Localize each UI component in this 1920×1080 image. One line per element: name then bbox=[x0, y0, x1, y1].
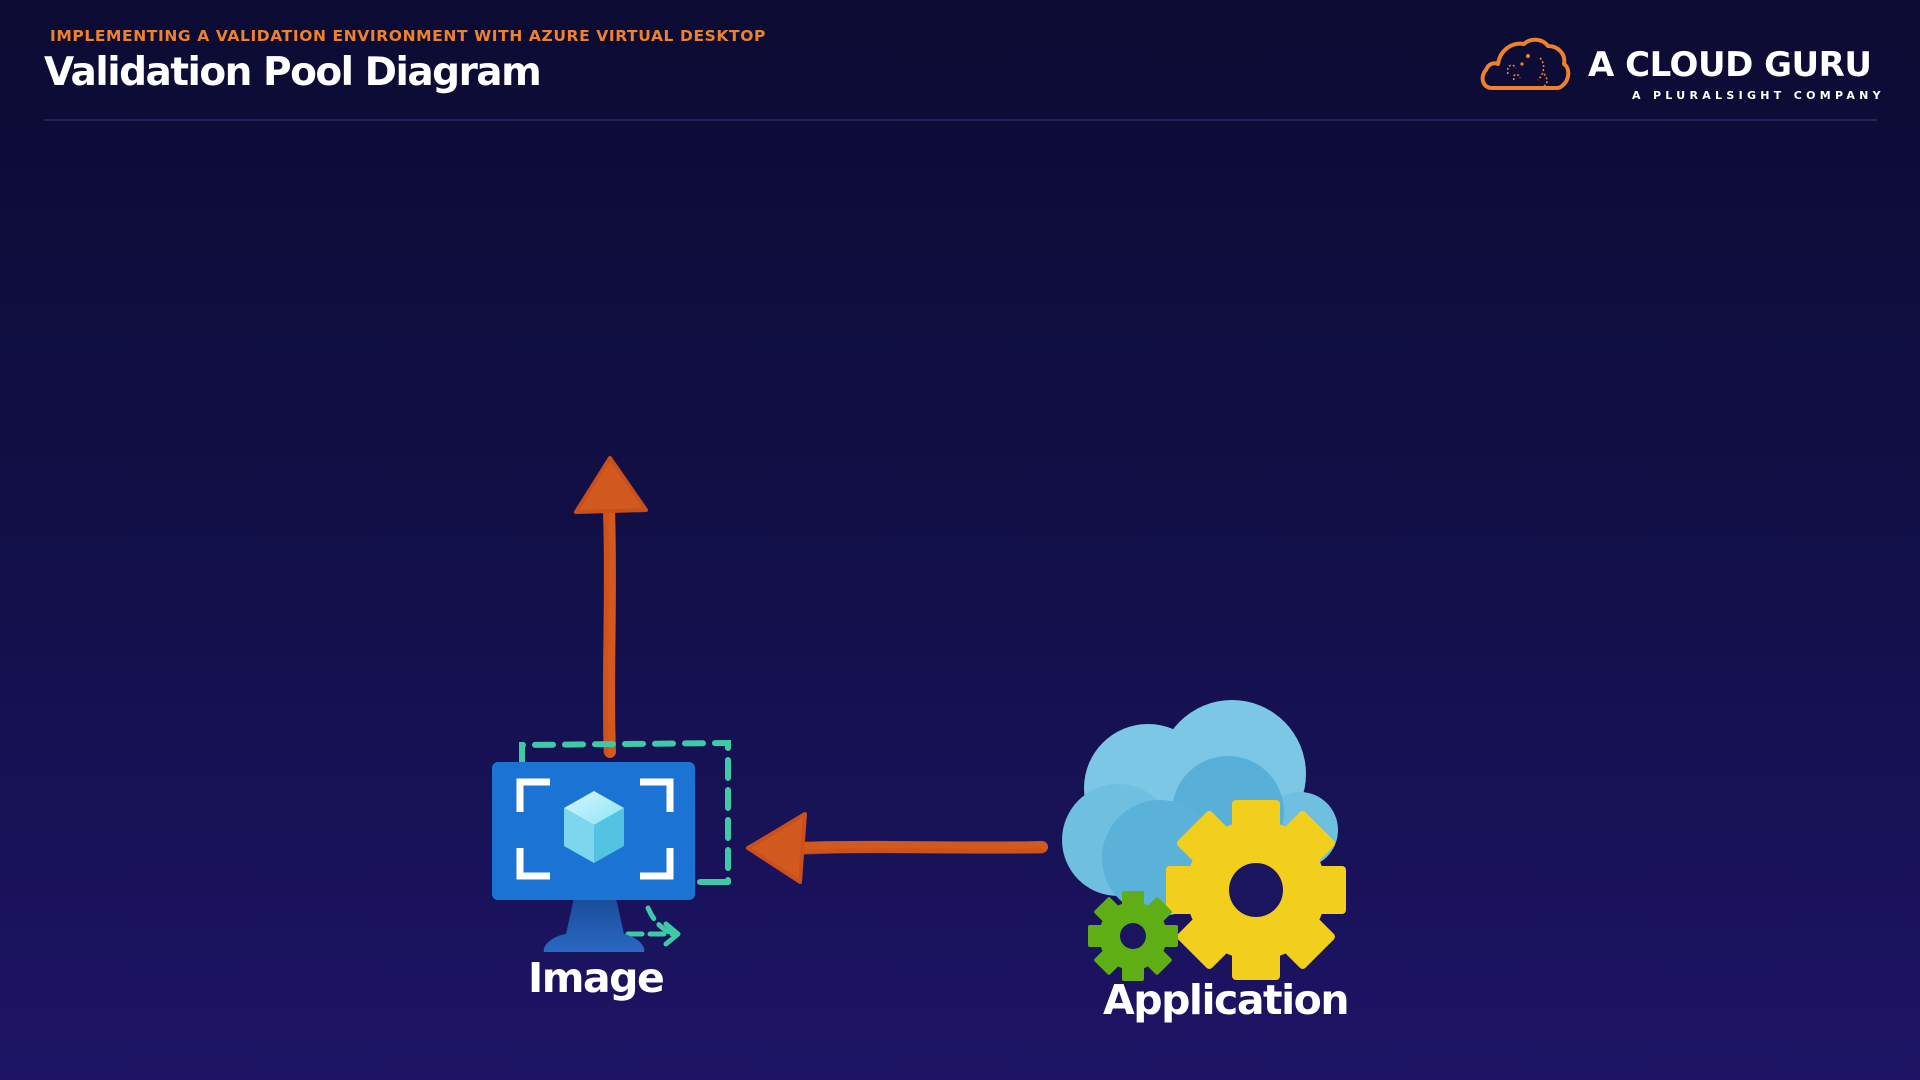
header-divider bbox=[44, 119, 1877, 121]
logo-tagline: A PLURALSIGHT COMPANY bbox=[1632, 89, 1885, 102]
presentation-subtitle: IMPLEMENTING A VALIDATION ENVIRONMENT WI… bbox=[50, 27, 766, 45]
application-node-label: Application bbox=[1103, 976, 1350, 1024]
arrow-application-to-image bbox=[746, 812, 1048, 884]
cloud-logo-icon bbox=[1480, 37, 1571, 90]
image-node-label: Image bbox=[528, 954, 665, 1002]
azure-virtual-machine-image-icon bbox=[492, 739, 731, 952]
gear-yellow-icon bbox=[1166, 800, 1346, 980]
cloud-gears-icon bbox=[1062, 700, 1346, 981]
gear-green-icon bbox=[1088, 891, 1178, 981]
logo-wordmark: A CLOUD GURU bbox=[1588, 45, 1872, 85]
slide-title: Validation Pool Diagram bbox=[44, 50, 542, 95]
arrow-image-up bbox=[574, 456, 648, 758]
